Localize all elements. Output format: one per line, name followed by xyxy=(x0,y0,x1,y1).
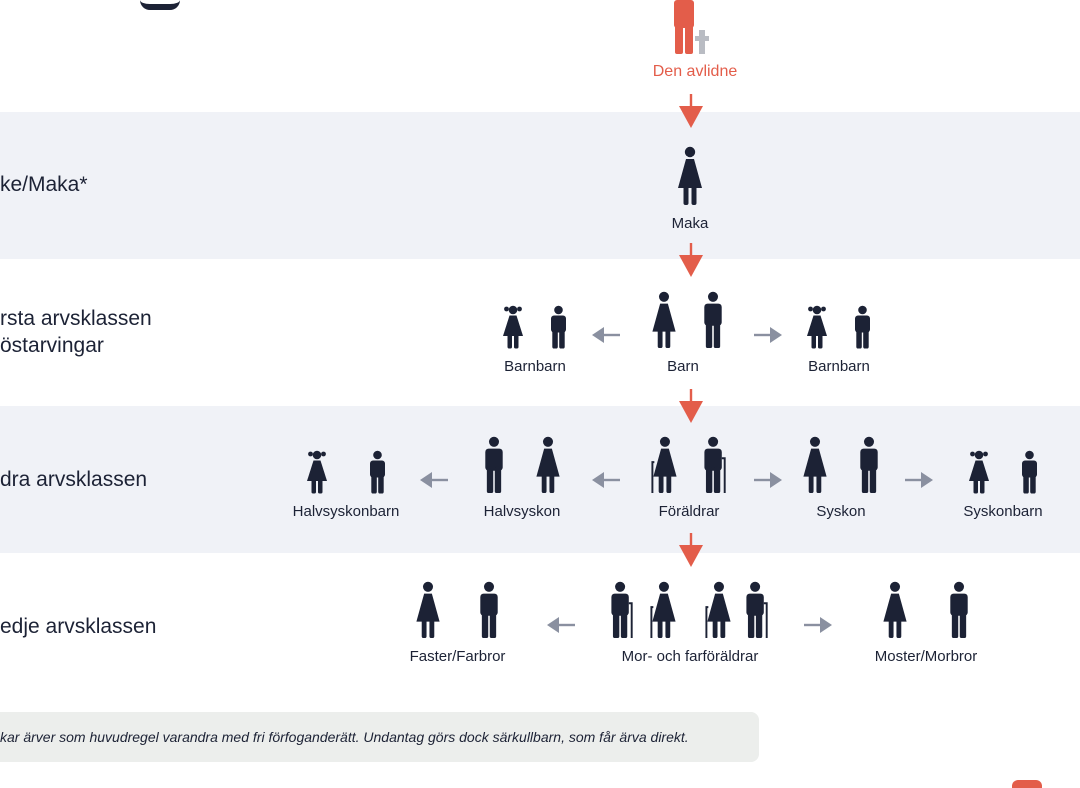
boy-icon xyxy=(367,450,388,494)
woman-icon xyxy=(676,146,704,206)
node-mor-farforaldrar: Mor- och farföräldrar xyxy=(605,581,775,665)
left-arrow-icon xyxy=(592,327,620,343)
down-arrow-icon xyxy=(679,533,703,567)
mor-farforaldrar-label: Mor- och farföräldrar xyxy=(621,648,759,665)
row-label-second-class: dra arvsklassen xyxy=(0,468,148,491)
man-icon xyxy=(477,581,501,639)
woman-icon xyxy=(650,291,678,349)
node-faster-farbror: Faster/Farbror xyxy=(400,581,515,665)
deceased-person-icon xyxy=(674,0,709,54)
band-spouse xyxy=(0,112,1080,259)
girl-icon xyxy=(305,450,329,494)
syskon-label: Syskon xyxy=(816,503,866,520)
girl-icon xyxy=(501,305,525,349)
right-arrow-icon xyxy=(804,617,832,633)
node-halvsyskon: Halvsyskon xyxy=(472,436,572,520)
man-icon xyxy=(857,436,881,494)
woman-icon xyxy=(534,436,562,494)
node-syskon: Syskon xyxy=(791,436,891,520)
corner-accent-mark xyxy=(1012,780,1042,788)
woman-icon xyxy=(414,581,442,639)
left-arrow-icon xyxy=(547,617,575,633)
boy-icon xyxy=(548,305,569,349)
node-barn: Barn xyxy=(642,291,732,375)
elderly-man-icon xyxy=(743,581,773,639)
elderly-woman-icon xyxy=(647,581,679,639)
node-syskonbarn: Syskonbarn xyxy=(953,450,1053,520)
barn-label: Barn xyxy=(667,358,699,375)
barnbarn-left-label: Barnbarn xyxy=(504,358,566,375)
woman-icon xyxy=(881,581,909,639)
node-foraldrar: Föräldrar xyxy=(639,436,739,520)
row-label-spouse: ke/Maka* xyxy=(0,173,88,196)
down-arrow-icon xyxy=(679,243,703,277)
halvsyskon-label: Halvsyskon xyxy=(483,503,561,520)
halvsyskonbarn-label: Halvsyskonbarn xyxy=(292,503,400,520)
elderly-woman-icon xyxy=(702,581,734,639)
node-maka: Maka xyxy=(650,146,730,232)
down-arrow-icon xyxy=(679,389,703,423)
moster-morbror-label: Moster/Morbror xyxy=(874,648,978,665)
elderly-man-icon xyxy=(701,436,731,494)
footnote: kar ärver som huvudregel varandra med fr… xyxy=(0,712,759,762)
boy-icon xyxy=(852,305,873,349)
foraldrar-label: Föräldrar xyxy=(658,503,720,520)
node-barnbarn-left: Barnbarn xyxy=(490,305,580,375)
left-arrow-icon xyxy=(420,472,448,488)
girl-icon xyxy=(805,305,829,349)
node-barnbarn-right: Barnbarn xyxy=(794,305,884,375)
syskonbarn-label: Syskonbarn xyxy=(963,503,1043,520)
elderly-man-icon xyxy=(608,581,638,639)
band-second-class xyxy=(0,406,1080,553)
node-halvsyskonbarn: Halvsyskonbarn xyxy=(286,450,406,520)
woman-icon xyxy=(801,436,829,494)
man-icon xyxy=(482,436,506,494)
node-moster-morbror: Moster/Morbror xyxy=(866,581,986,665)
elderly-woman-icon xyxy=(648,436,680,494)
row-label-third-class: edje arvsklassen xyxy=(0,615,157,638)
right-arrow-icon xyxy=(754,472,782,488)
girl-icon xyxy=(967,450,991,494)
boy-icon xyxy=(1019,450,1040,494)
maka-label: Maka xyxy=(671,215,709,232)
left-arrow-icon xyxy=(592,472,620,488)
node-deceased: Den avlidne xyxy=(640,0,750,81)
title-fragment xyxy=(140,0,180,10)
right-arrow-icon xyxy=(754,327,782,343)
faster-farbror-label: Faster/Farbror xyxy=(409,648,506,665)
man-icon xyxy=(947,581,971,639)
deceased-label: Den avlidne xyxy=(652,63,738,80)
right-arrow-icon xyxy=(905,472,933,488)
man-icon xyxy=(701,291,725,349)
down-arrow-icon xyxy=(679,94,703,128)
barnbarn-right-label: Barnbarn xyxy=(808,358,870,375)
